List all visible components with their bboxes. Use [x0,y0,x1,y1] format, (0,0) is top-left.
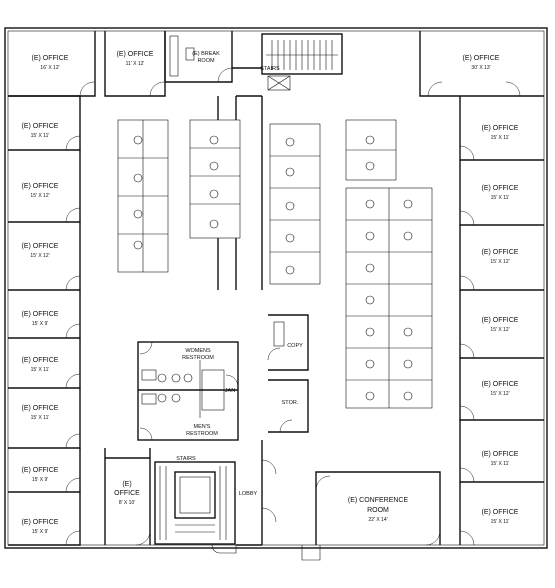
right-office-4-dim: 15' X 12' [490,327,509,333]
right-office-1-name: (E) OFFICE [482,125,519,132]
left-office-3-name: (E) OFFICE [22,243,59,250]
left-office-6-name: (E) OFFICE [22,405,59,412]
left-office-7-name: (E) OFFICE [22,467,59,474]
jan-label: JAN [225,388,235,394]
office-bottom-dim: 8' X 10' [119,500,135,506]
right-office-1-dim: 15' X 11' [491,135,510,141]
left-office-doors [65,135,81,546]
copy-stor [267,314,309,433]
left-office-5-name: (E) OFFICE [22,357,59,364]
copy-label: COPY [287,343,303,349]
office-top-right-name: (E) OFFICE [463,55,500,62]
left-office-8-dim: 15' X 9' [32,529,48,535]
left-office-6-dim: 15' X 11' [31,415,50,421]
top-rooms [8,31,544,97]
right-office-6-dim: 15' X 11' [491,461,510,467]
right-office-2-name: (E) OFFICE [482,185,519,192]
exterior-walls [4,27,548,549]
right-office-4-name: (E) OFFICE [482,317,519,324]
right-office-3-dim: 15' X 12' [490,259,509,265]
womens-restroom-name: WOMENS [185,348,211,354]
right-office-2-dim: 15' X 11' [491,195,510,201]
stairs-top-label: STAIRS [260,66,280,72]
workstations-middle [269,123,321,285]
left-offices [8,95,81,546]
workstations-left [117,119,241,273]
womens-restroom-name-2: RESTROOM [182,355,214,361]
right-office-5-name: (E) OFFICE [482,381,519,388]
right-office-doors [459,145,475,546]
left-office-3-dim: 15' X 12' [30,253,49,259]
conference-dim: 22' X 14' [368,517,387,523]
right-office-3-name: (E) OFFICE [482,249,519,256]
left-office-4-name: (E) OFFICE [22,311,59,318]
right-office-5-dim: 15' X 12' [490,391,509,397]
mens-restroom-name: MEN'S [194,424,211,430]
restroom-block [137,341,239,441]
right-office-7-name: (E) OFFICE [482,509,519,516]
right-office-6-name: (E) OFFICE [482,451,519,458]
left-office-5-dim: 15' X 11' [31,367,50,373]
office-bottom-name: (E) [122,481,131,488]
stor-label: STOR. [282,400,299,406]
left-office-7-dim: 15' X 9' [32,477,48,483]
office-top-left-1-name: (E) OFFICE [32,55,69,62]
office-top-left-2-dim: 11' X 12' [126,61,145,67]
left-office-4-dim: 15' X 9' [32,321,48,327]
conference-room [315,471,441,546]
conference-name: (E) CONFERENCE [348,497,409,504]
office-top-left-1-dim: 16' X 12' [40,65,59,71]
left-office-1-name: (E) OFFICE [22,123,59,130]
room-labels: (E) OFFICE 16' X 12' (E) OFFICE 11' X 12… [22,51,519,535]
left-office-1-dim: 15' X 11' [31,133,50,139]
workstations-right [345,119,433,409]
left-office-2-dim: 15' X 12' [30,193,49,199]
stairs-bottom-label: STAIRS [176,456,196,462]
office-top-right-dim: 30' X 13' [471,65,490,71]
lobby-label: LOBBY [239,491,258,497]
conference-name-2: ROOM [367,507,389,514]
break-room-name: (E) BREAK [192,51,220,57]
break-room-name-2: ROOM [197,58,215,64]
right-office-7-dim: 15' X 11' [491,519,510,525]
office-top-left-2-name: (E) OFFICE [117,51,154,58]
left-office-2-name: (E) OFFICE [22,183,59,190]
right-offices [459,96,544,545]
left-office-8-name: (E) OFFICE [22,519,59,526]
office-bottom-name-2: OFFICE [114,490,140,497]
bottom-core [104,440,321,561]
mens-restroom-name-2: RESTROOM [186,431,218,437]
